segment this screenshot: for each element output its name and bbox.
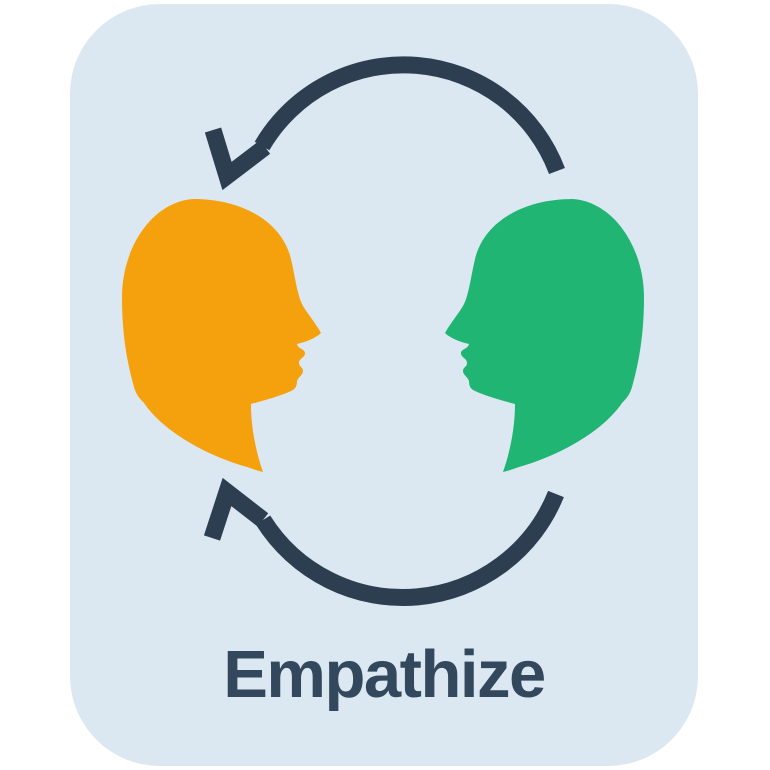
left-head-profile-icon: [122, 199, 321, 472]
card-label: Empathize: [223, 637, 546, 712]
right-head-profile-icon: [445, 199, 644, 472]
top-arrowhead-icon: [204, 127, 271, 191]
bottom-cycle-arrow-icon: [255, 490, 564, 606]
bottom-arrowhead-icon: [203, 477, 269, 541]
cycle-arrows: [203, 56, 565, 606]
top-cycle-arrow-icon: [254, 56, 565, 175]
